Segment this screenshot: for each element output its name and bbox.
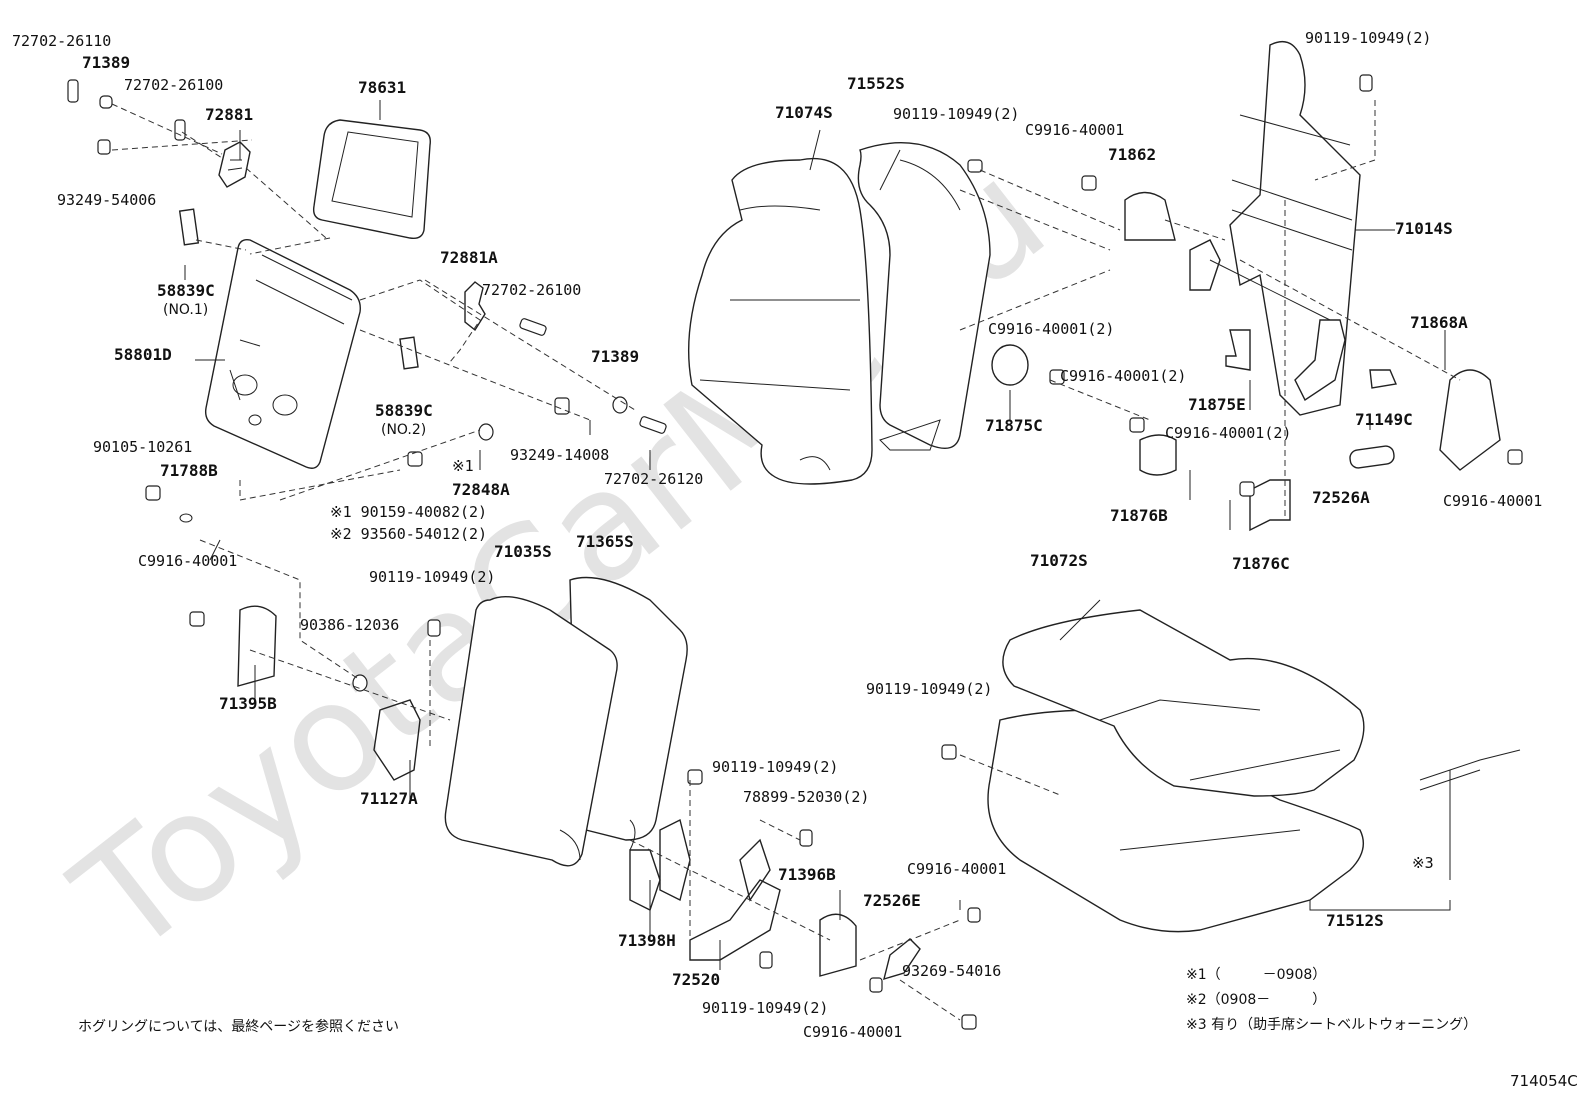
label-71074S: 71074S bbox=[775, 103, 833, 122]
label-71127A: 71127A bbox=[360, 789, 418, 808]
label-71365S: 71365S bbox=[576, 532, 634, 551]
label-90119-10949-2e: 90119-10949(2) bbox=[712, 758, 838, 776]
label-58839C-2: 58839C bbox=[375, 401, 433, 420]
label-58801D: 58801D bbox=[114, 345, 172, 364]
label-71389-a: 71389 bbox=[82, 53, 130, 72]
label-90119-10949-2d: 90119-10949(2) bbox=[866, 680, 992, 698]
note-3: ※3 有り（助手席シートベルトウォーニング） bbox=[1186, 1017, 1477, 1033]
label-93249-54006: 93249-54006 bbox=[57, 191, 156, 209]
label-C9916-40001-2a: C9916-40001(2) bbox=[988, 320, 1114, 338]
label-90119-10949-2a: 90119-10949(2) bbox=[893, 105, 1019, 123]
label-90386-12036: 90386-12036 bbox=[300, 616, 399, 634]
hinge-group bbox=[629, 769, 981, 1030]
label-71788B: 71788B bbox=[160, 461, 218, 480]
label-58839C-1: 58839C bbox=[157, 281, 215, 300]
label-C9916-40001-b: C9916-40001 bbox=[1443, 492, 1542, 510]
label-71862: 71862 bbox=[1108, 145, 1156, 164]
label-72702-26110: 72702-26110 bbox=[12, 32, 111, 50]
label-72526A: 72526A bbox=[1312, 488, 1370, 507]
leader-lines bbox=[184, 100, 1446, 970]
label-90119-10949-2c: 90119-10949(2) bbox=[369, 568, 495, 586]
seat-cushion-group bbox=[941, 609, 1521, 933]
label-C9916-40001-2b: C9916-40001(2) bbox=[1060, 367, 1186, 385]
label-ref1: ※1 90159-40082(2) bbox=[330, 503, 487, 521]
label-71875E: 71875E bbox=[1188, 395, 1246, 414]
note-2: ※2（0908－ ） bbox=[1186, 992, 1326, 1008]
label-72881A: 72881A bbox=[440, 248, 498, 267]
label-78899-52030: 78899-52030(2) bbox=[743, 788, 869, 806]
label-90119-10949-2f: 90119-10949(2) bbox=[702, 999, 828, 1017]
label-ref2: ※2 93560-54012(2) bbox=[330, 525, 487, 543]
label-93249-14008: 93249-14008 bbox=[510, 446, 609, 464]
label-72520: 72520 bbox=[672, 970, 720, 989]
seatback-frame-group bbox=[967, 41, 1523, 532]
label-90105-10261: 90105-10261 bbox=[93, 438, 192, 456]
label-mark1: ※1 bbox=[452, 457, 474, 475]
label-71389-b: 71389 bbox=[591, 347, 639, 366]
label-no1: (NO.1) bbox=[163, 302, 208, 318]
seatback-covers bbox=[687, 142, 1111, 485]
label-71149C: 71149C bbox=[1355, 410, 1413, 429]
label-72848A: 72848A bbox=[452, 480, 510, 499]
label-71035S: 71035S bbox=[494, 542, 552, 561]
label-71876C: 71876C bbox=[1232, 554, 1290, 573]
label-C9916-40001-a: C9916-40001 bbox=[1025, 121, 1124, 139]
label-71396B: 71396B bbox=[778, 865, 836, 884]
label-C9916-40001-e: C9916-40001 bbox=[803, 1023, 902, 1041]
label-71552S: 71552S bbox=[847, 74, 905, 93]
label-72702-26100-b: 72702-26100 bbox=[482, 281, 581, 299]
label-78631: 78631 bbox=[358, 78, 406, 97]
label-71395B: 71395B bbox=[219, 694, 277, 713]
label-C9916-40001-2c: C9916-40001(2) bbox=[1165, 424, 1291, 442]
label-C9916-40001-d: C9916-40001 bbox=[907, 860, 1006, 878]
label-72526E: 72526E bbox=[863, 891, 921, 910]
label-71875C: 71875C bbox=[985, 416, 1043, 435]
label-72881: 72881 bbox=[205, 105, 253, 124]
back-board-group bbox=[67, 79, 667, 523]
label-no2: (NO.2) bbox=[381, 422, 426, 438]
part-labels: 72702-26110 71389 72702-26100 72881 7863… bbox=[12, 29, 1542, 1041]
cushion-hinge-group bbox=[189, 539, 688, 867]
hog-ring-note: ホグリングについては、最終ページを参照ください bbox=[78, 1018, 399, 1035]
label-71072S: 71072S bbox=[1030, 551, 1088, 570]
label-72702-26120: 72702-26120 bbox=[604, 470, 703, 488]
label-71398H: 71398H bbox=[618, 931, 676, 950]
label-72702-26100-a: 72702-26100 bbox=[124, 76, 223, 94]
label-93269-54016: 93269-54016 bbox=[902, 962, 1001, 980]
illustration-code: 714054C bbox=[1510, 1072, 1578, 1090]
label-90119-10949-2b: 90119-10949(2) bbox=[1305, 29, 1431, 47]
label-mark3: ※3 bbox=[1412, 854, 1434, 872]
notes: ホグリングについては、最終ページを参照ください ※1（ －0908） ※2（09… bbox=[78, 967, 1578, 1090]
label-C9916-40001-c: C9916-40001 bbox=[138, 552, 237, 570]
label-71512S: 71512S bbox=[1326, 911, 1384, 930]
label-71014S: 71014S bbox=[1395, 219, 1453, 238]
label-71876B: 71876B bbox=[1110, 506, 1168, 525]
note-1: ※1（ －0908） bbox=[1186, 967, 1326, 983]
label-71868A: 71868A bbox=[1410, 313, 1468, 332]
